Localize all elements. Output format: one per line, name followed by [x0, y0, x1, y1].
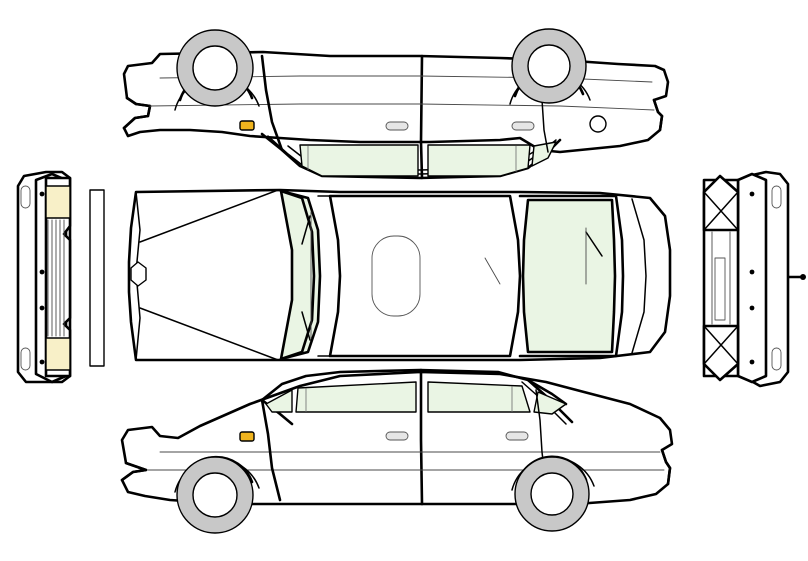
plan-front-emblem-icon: [130, 261, 147, 287]
side-rear-wheel-hub: [530, 472, 574, 516]
side-front-bumper-step: [120, 461, 148, 482]
view-top-mirrored-side: [122, 28, 670, 180]
view-front-elevation: [16, 170, 72, 384]
side-door-handle-front: [385, 431, 409, 441]
side-glass-windshield: [265, 389, 293, 413]
plan-trunk-lid: [631, 198, 647, 354]
front-corner-lamp-lower: [20, 347, 31, 371]
plan-roof-antenna-icon: [484, 257, 501, 285]
view-rear-elevation: [702, 170, 806, 388]
front-headlamp-lower: [45, 337, 71, 371]
top-door-handle-front: [385, 121, 409, 131]
rear-inner-column: [736, 172, 768, 384]
front-corner-lamp-upper: [20, 185, 31, 209]
top-side-marker-light-icon: [239, 120, 255, 131]
rear-taillamp-lower: [702, 324, 740, 382]
plan-hood-crease-upper: [139, 189, 279, 243]
plan-roof-seam-rear: [509, 195, 521, 357]
plan-roof-panel: [328, 194, 522, 358]
side-marker-light-icon: [239, 431, 255, 442]
top-fuel-cap-icon: [589, 115, 607, 133]
plan-wiper-right-icon: [301, 311, 311, 341]
rear-fastener-3: [749, 305, 755, 311]
plan-rear-wiper-icon: [585, 231, 603, 257]
top-glass-front-door: [299, 144, 419, 177]
rear-taillamp-upper-x2: [703, 191, 739, 231]
rear-corner-lamp-upper: [771, 185, 782, 209]
view-bottom-side: [120, 368, 674, 534]
side-front-wheel-hub: [192, 472, 238, 518]
plan-sunroof: [371, 235, 421, 317]
plan-windshield-frame: [279, 189, 316, 361]
top-glass-quarter: [531, 141, 557, 167]
front-fastener-2: [39, 269, 45, 275]
side-glass-quarter: [533, 391, 567, 415]
rear-taillamp-upper: [702, 174, 740, 232]
top-door-handle-rear: [511, 121, 535, 131]
side-door-shutline-front: [260, 398, 282, 502]
front-fastener-3: [39, 305, 45, 311]
plan-glass-windshield: [279, 189, 322, 361]
top-b-pillar: [419, 54, 424, 180]
front-fastener-1: [39, 191, 45, 197]
rear-fastener-4: [749, 359, 755, 365]
top-rear-bumper-step: [652, 98, 664, 132]
rear-fastener-2: [749, 269, 755, 275]
top-front-bumper: [122, 96, 152, 130]
top-door-shutline-front: [260, 54, 284, 152]
front-fastener-4: [39, 359, 45, 365]
plan-glass-rear-window: [521, 198, 617, 354]
side-rear-bumper-step: [660, 448, 672, 486]
side-door-handle-rear: [505, 431, 529, 441]
top-belt-line-lower: [149, 103, 655, 111]
top-front-wheel-hub: [192, 45, 238, 91]
rear-antenna-tip-icon: [800, 274, 806, 280]
plan-roof-seam-front: [329, 195, 341, 357]
front-headlamp-upper: [45, 185, 71, 219]
plan-hood-crease-lower: [139, 307, 279, 361]
top-belt-line-upper: [159, 75, 653, 83]
rear-corner-lamp-lower: [771, 347, 782, 371]
rear-taillamp-lower-x2: [703, 325, 739, 365]
plan-wiper-left-icon: [301, 215, 311, 245]
rear-fastener-1: [749, 191, 755, 197]
side-glass-front-door: [295, 381, 417, 413]
side-b-pillar: [419, 368, 424, 506]
top-glass-rear-door: [427, 144, 531, 177]
trim-section-strip: [89, 189, 105, 367]
view-plan-top: [127, 188, 672, 362]
side-glass-rear-door: [427, 381, 531, 413]
top-rear-wheel-hub: [527, 44, 571, 88]
plan-rear-window-frame: [518, 194, 625, 358]
rear-license-plate: [714, 257, 726, 321]
